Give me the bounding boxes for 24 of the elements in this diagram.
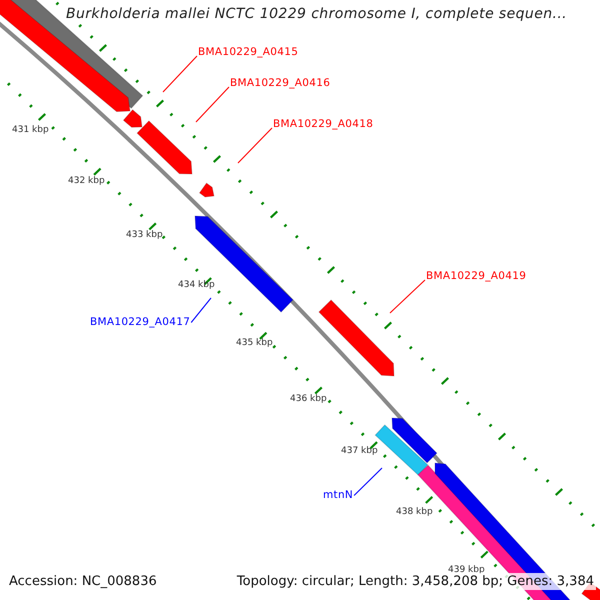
- gene-label: BMA10229_A0416: [230, 77, 330, 90]
- gene-label: mtnN: [323, 489, 354, 502]
- position-label: 438 kbp: [396, 507, 433, 518]
- position-label: 439 kbp: [448, 565, 485, 575]
- position-label: 434 kbp: [178, 280, 215, 291]
- position-label: 436 kbp: [290, 394, 327, 405]
- leader-line: [238, 128, 272, 164]
- gene-label: BMA10229_A0418: [273, 118, 374, 131]
- position-label: 432 kbp: [68, 176, 105, 187]
- leader-line: [196, 86, 230, 122]
- leader-line: [190, 298, 212, 323]
- leader-line: [354, 468, 382, 496]
- leader-line: [390, 280, 426, 314]
- gene-label: BMA10229_A0419: [426, 270, 526, 283]
- gene-label: BMA10229_A0417: [90, 316, 190, 329]
- position-label: 433 kbp: [126, 230, 163, 241]
- gene-label: BMA10229_A0415: [198, 46, 298, 59]
- position-label: 431 kbp: [12, 125, 49, 136]
- leader-line: [162, 56, 198, 92]
- accession-text: Accession: NC_008836: [7, 573, 159, 590]
- position-label: 435 kbp: [236, 338, 273, 349]
- summary-text: Topology: circular; Length: 3,458,208 bp; Genes: 3,384: [234, 573, 596, 590]
- position-label: 437 kbp: [341, 446, 378, 457]
- map-title: Burkholderia mallei NCTC 10229 chromosome I, complete sequen...: [66, 6, 568, 22]
